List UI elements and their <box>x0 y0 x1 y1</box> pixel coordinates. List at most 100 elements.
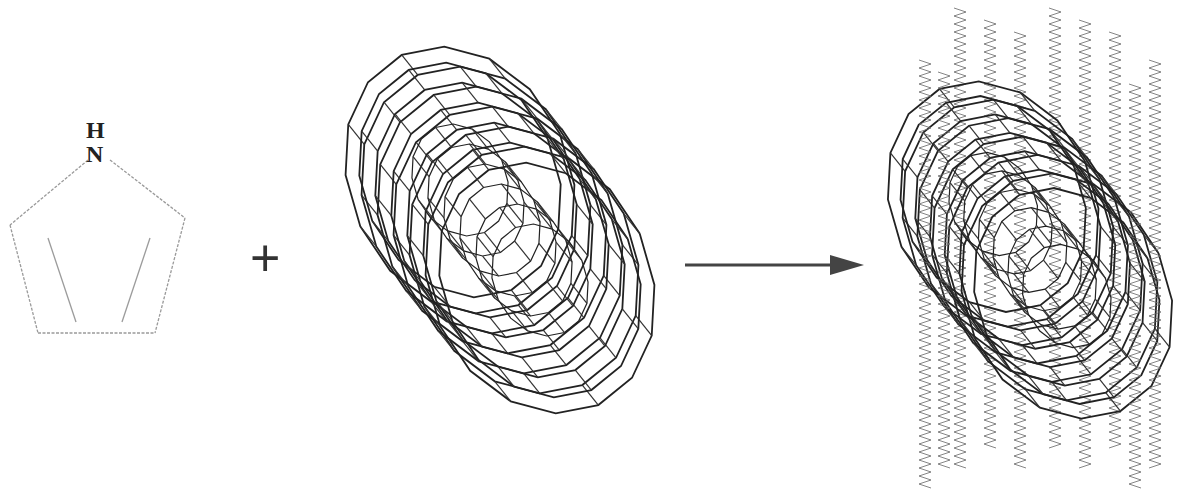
tube-lattice <box>590 269 606 289</box>
tube-lattice <box>1011 288 1026 306</box>
tube-lattice <box>1021 330 1036 348</box>
tube-lattice <box>1040 305 1055 323</box>
tube-lattice <box>1050 367 1065 385</box>
arrow-shaft <box>685 264 835 267</box>
tube-lattice <box>1005 176 1020 194</box>
tube-lattice <box>1014 274 1029 292</box>
tube-lattice <box>490 317 506 337</box>
tube-lattice <box>1094 186 1109 204</box>
tube-lattice <box>973 343 988 361</box>
tube-lattice <box>498 367 514 387</box>
tube-lattice <box>512 311 528 331</box>
tube-lattice <box>1025 151 1040 169</box>
tube-lattice <box>1000 192 1015 210</box>
plus-sign: + <box>250 232 280 284</box>
tube-lattice <box>550 153 566 173</box>
tube-lattice <box>409 70 425 90</box>
tube-lattice <box>1030 229 1045 247</box>
tube-lattice <box>970 302 985 320</box>
tube-ring <box>423 143 624 378</box>
tube-lattice <box>1014 296 1029 314</box>
tube-lattice <box>1064 224 1079 242</box>
tube-lattice <box>1028 376 1043 394</box>
tube-lattice <box>903 159 918 177</box>
tube-lattice <box>1034 194 1049 212</box>
tube-lattice <box>1002 221 1017 239</box>
tube-lattice <box>495 381 511 401</box>
tube-lattice <box>394 171 410 191</box>
tube-lattice <box>406 291 422 311</box>
pyrrole-ring <box>10 160 185 333</box>
tube-ring <box>407 123 608 358</box>
tube-lattice <box>1095 299 1110 317</box>
arrow-head <box>830 255 864 275</box>
tube-lattice <box>578 149 594 169</box>
tube-lattice <box>1073 297 1088 315</box>
tube-lattice <box>547 281 563 301</box>
tube-lattice <box>1045 289 1060 307</box>
tube-lattice <box>1076 179 1091 197</box>
tube-lattice <box>483 256 499 276</box>
tube-lattice <box>441 110 457 130</box>
tube-lattice <box>612 219 628 239</box>
tube-ring <box>930 133 1115 349</box>
tube-lattice <box>1031 208 1046 226</box>
tube-lattice <box>537 120 553 140</box>
tube-lattice <box>445 197 461 217</box>
tube-lattice <box>462 83 478 103</box>
tube-lattice <box>494 123 510 143</box>
tube-lattice <box>944 306 959 324</box>
tube-lattice <box>1072 139 1087 157</box>
tube-lattice <box>1102 176 1117 194</box>
tube-lattice <box>1043 260 1058 278</box>
tube-lattice <box>609 244 625 264</box>
tube-lattice <box>971 315 986 333</box>
tube-lattice <box>624 214 640 234</box>
tube-lattice <box>571 283 587 303</box>
tube-lattice <box>1070 342 1085 360</box>
tube-lattice <box>577 204 593 224</box>
bond-line <box>10 160 88 225</box>
tube-ring <box>444 164 540 276</box>
bond-line <box>155 218 185 333</box>
tube-lattice <box>413 157 429 177</box>
tube-lattice <box>448 231 464 251</box>
tube-lattice <box>932 196 947 214</box>
tube-lattice <box>438 331 454 351</box>
tube-lattice <box>395 114 411 134</box>
tube-ring <box>964 171 1052 274</box>
atom-label: H <box>86 118 105 142</box>
atom-label: N <box>86 142 103 166</box>
tube-lattice <box>575 370 591 390</box>
tube-ring <box>492 224 588 336</box>
tube-lattice <box>372 221 388 241</box>
tube-ring <box>428 144 524 256</box>
reaction-arrow <box>685 255 864 275</box>
tube-lattice <box>566 240 582 260</box>
polypyrrole-chain <box>1079 20 1091 468</box>
tube-lattice <box>424 306 440 326</box>
tube-lattice <box>436 301 452 321</box>
tube-lattice <box>1066 262 1081 280</box>
tube-lattice <box>1101 226 1116 244</box>
tube-lattice <box>580 179 596 199</box>
polypyrrole-chain <box>954 8 966 468</box>
tube-lattice <box>999 339 1014 357</box>
tube-lattice <box>981 257 996 275</box>
tube-lattice <box>546 109 562 129</box>
tube-lattice <box>971 156 986 174</box>
tube-lattice <box>505 162 521 182</box>
polypyrrole-chain <box>1129 84 1141 488</box>
tube-lattice <box>537 202 553 222</box>
tube-lattice <box>447 320 463 340</box>
tube-lattice <box>592 174 608 194</box>
tube-lattice <box>622 309 638 329</box>
tube-lattice <box>960 320 975 338</box>
bond-line <box>110 160 185 218</box>
tube-lattice <box>981 333 996 351</box>
tube-lattice <box>447 238 463 258</box>
tube-lattice <box>993 257 1008 275</box>
tube-lattice <box>901 247 916 265</box>
